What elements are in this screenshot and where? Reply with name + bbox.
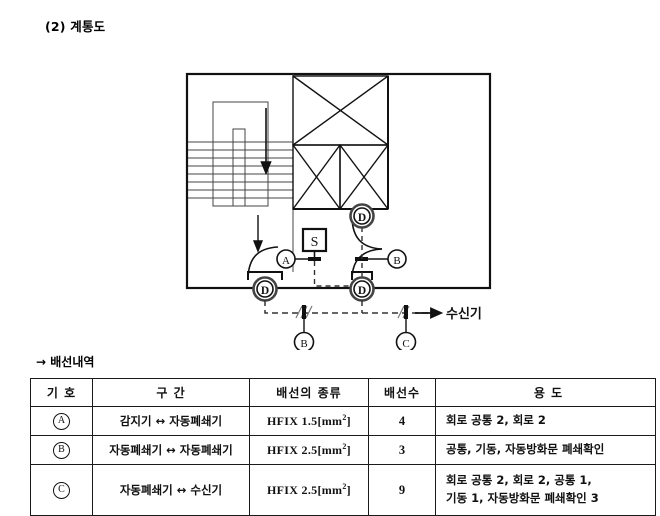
cell-use: 회로 공통 2, 회로 2 [435,406,656,436]
stair-down-arrow-lower [252,215,264,253]
wire-type-sup: 2 [342,413,347,422]
table-caption: → 배선내역 [36,355,95,369]
cell-section: 감지기 ↔ 자동폐쇄기 [92,406,250,436]
cell-use: 공통, 기동, 자동방화문 폐쇄확인 [435,435,656,465]
table-row: A 감지기 ↔ 자동폐쇄기 HFIX 1.5[mm2] 4 회로 공통 2, 회… [30,406,656,436]
door-jamb-left [247,271,283,280]
wire-type-unit-end: ] [346,483,351,497]
wire-type-unit-end: ] [346,443,351,457]
node-c: C [395,305,417,350]
wire-type-unit: [mm [317,483,343,497]
use-line: 공통, 기동, 자동방화문 폐쇄확인 [446,442,605,457]
wire-type-size: 1.5 [301,414,318,428]
cell-wire-count: 4 [368,406,436,436]
use-line: 회로 공통 2, 회로 2 [446,413,546,428]
wire-type-size: 2.5 [301,483,318,497]
table-row: B 자동폐쇄기 ↔ 자동폐쇄기 HFIX 2.5[mm2] 3 공통, 기동, … [30,435,656,465]
system-diagram: S A B D [185,72,492,350]
use-line: 회로 공통 2, 회로 2, 공통 1, [446,473,592,488]
symbol-badge: A [53,412,70,430]
header-use: 용 도 [435,378,656,407]
node-a-label: A [282,255,290,267]
wire-type-unit-end: ] [346,414,351,428]
wire-type-name: HFIX [267,443,299,457]
header-wire-count: 배선수 [368,378,436,407]
door-closer-d-bottom-left: D [252,276,278,302]
wire-type-sup: 2 [342,482,347,491]
cell-wire-type: HFIX 2.5[mm2] [249,435,369,465]
receiver-label: 수신기 [446,307,482,322]
wire-type-unit: [mm [317,443,343,457]
wire-type-sup: 2 [342,442,347,451]
building-outline [185,72,492,290]
cell-wire-type: HFIX 1.5[mm2] [249,406,369,436]
stair-down-arrow-upper [260,108,272,176]
node-b-lower: B [293,305,315,350]
detector-symbol-label: S [311,235,319,250]
cell-symbol: C [30,464,93,516]
page-title: (2) 계통도 [45,19,106,34]
cell-wire-count: 3 [368,435,436,465]
use-line: 기동 1, 자동방화문 폐쇄확인 3 [446,491,599,505]
wire-type-name: HFIX [267,414,299,428]
door-closer-d-top-right: D [349,203,375,229]
wire-type-name: HFIX [267,483,299,497]
cell-wire-count: 9 [368,464,436,516]
header-section: 구 간 [92,378,250,407]
node-b-lower-label: B [300,338,307,350]
wire-type-unit: [mm [317,414,343,428]
node-c-label: C [402,338,409,350]
header-symbol: 기 호 [30,378,93,407]
symbol-badge: B [53,441,70,459]
cell-wire-type: HFIX 2.5[mm2] [249,464,369,516]
wire-trunk-run [264,300,430,314]
wire-s-to-trunk [313,261,362,287]
node-b-upper-label: B [393,255,400,267]
door-closer-label: D [358,285,366,297]
stairwell [188,101,293,207]
cell-section: 자동폐쇄기 ↔ 자동폐쇄기 [92,435,250,465]
cell-section: 자동폐쇄기 ↔ 수신기 [92,464,250,516]
table-header-row: 기 호 구 간 배선의 종류 배선수 용 도 [30,378,656,407]
symbol-badge: C [53,481,70,499]
table-row: C 자동폐쇄기 ↔ 수신기 HFIX 2.5[mm2] 9 회로 공통 2, 회… [30,464,656,516]
door-closer-label: D [261,285,269,297]
receiver-arrow-icon [415,307,444,319]
node-a: A [276,249,312,269]
wiring-details-table: 기 호 구 간 배선의 종류 배선수 용 도 A 감지기 ↔ 자동폐쇄기 HFI… [30,378,656,516]
cell-symbol: B [30,435,93,465]
wire-type-size: 2.5 [301,443,318,457]
door-closer-d-bottom-right: D [349,276,375,302]
header-wire-type: 배선의 종류 [249,378,369,407]
cell-symbol: A [30,406,93,436]
cell-use: 회로 공통 2, 회로 2, 공통 1, 기동 1, 자동방화문 폐쇄확인 3 [435,464,656,516]
door-closer-label: D [358,212,366,224]
smoke-detector-s: S [301,227,328,261]
